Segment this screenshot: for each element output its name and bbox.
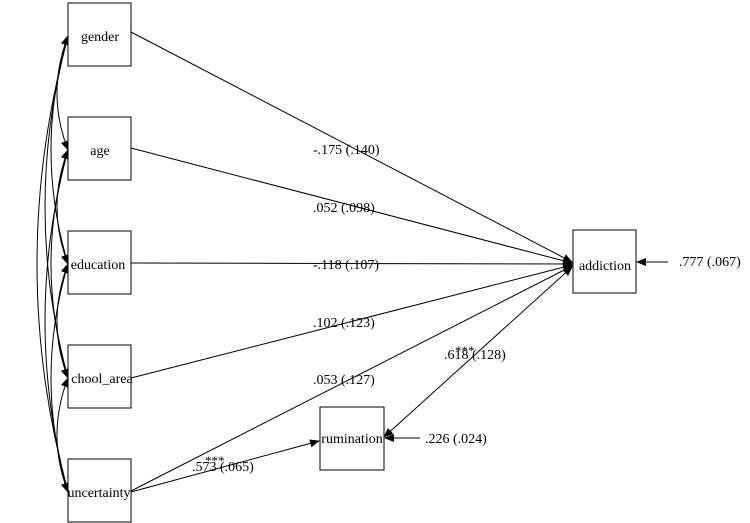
edge-labels: -.175 (.140) .052 (.098) -.118 (.107) .1… <box>192 143 741 475</box>
node-rumination-box[interactable] <box>319 406 385 471</box>
path-education-addiction <box>130 259 573 268</box>
label-uncertainty-addiction: .053 (.127) <box>313 373 375 388</box>
covariance-curves <box>36 35 70 493</box>
node-school-area-label: chool_area <box>71 372 133 387</box>
label-education-addiction-value: .118 (.107) <box>318 258 380 273</box>
node-addiction-box[interactable] <box>572 229 637 294</box>
cov-education-uncertainty <box>50 263 70 493</box>
path-gender-addiction <box>130 31 573 263</box>
sig-rumination-addiction: *** <box>455 343 475 358</box>
label-school-area-addiction: .102 (.123) <box>313 316 375 331</box>
node-addiction-label: addiction <box>579 259 631 274</box>
node-labels: gender age education chool_area uncertai… <box>68 30 632 501</box>
node-age-label: age <box>90 144 109 159</box>
node-education-label: education <box>71 258 125 273</box>
cov-school-area-uncertainty <box>56 377 69 493</box>
node-rumination-label: rumination <box>321 432 382 447</box>
path-rumination-addiction <box>383 266 573 438</box>
cov-age-education <box>56 149 69 265</box>
node-uncertainty-box[interactable] <box>67 458 132 523</box>
node-gender-label: gender <box>81 30 119 45</box>
label-education-addiction: -.118 (.107) <box>313 258 379 273</box>
node-uncertainty-label: uncertainty <box>68 486 131 501</box>
label-gender-addiction: -.175 (.140) <box>313 143 380 158</box>
cov-gender-uncertainty <box>36 35 70 493</box>
label-rumination-addiction: .618 (.128) <box>444 348 506 363</box>
label-gender-addiction-sign: - <box>313 143 318 158</box>
node-school-area-box[interactable] <box>67 344 132 409</box>
directed-paths <box>130 31 668 493</box>
label-residual-addiction: .777 (.067) <box>679 255 741 270</box>
cov-gender-age <box>56 35 69 151</box>
path-age-addiction <box>130 147 573 265</box>
label-age-addiction: .052 (.098) <box>313 201 375 216</box>
sig-uncertainty-rumination: *** <box>205 453 225 468</box>
label-gender-addiction-value: .175 (.140) <box>318 143 380 158</box>
node-gender-box[interactable] <box>67 2 132 67</box>
path-uncertainty-rumination <box>130 439 320 493</box>
label-uncertainty-rumination: .573 (.065) <box>192 460 254 475</box>
node-age-box[interactable] <box>67 116 132 181</box>
label-residual-rumination: .226 (.024) <box>425 432 487 447</box>
label-education-addiction-sign: - <box>313 258 318 273</box>
node-education-box[interactable] <box>67 230 132 295</box>
cov-education-school-area <box>56 263 69 379</box>
nodes <box>67 2 637 523</box>
